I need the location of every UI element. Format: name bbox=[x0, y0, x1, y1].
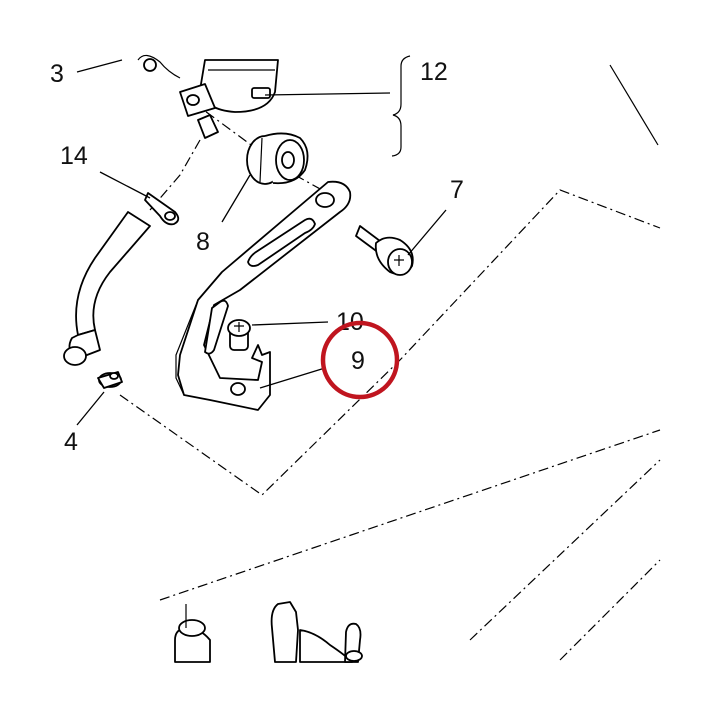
callout-9: 9 bbox=[351, 347, 365, 375]
callout-14: 14 bbox=[60, 142, 88, 170]
hose bbox=[63, 211, 151, 366]
hose-clamp-part-4 bbox=[97, 371, 123, 389]
lower-assembly bbox=[174, 601, 363, 663]
callout-labels: 3 12 14 8 7 10 9 4 bbox=[50, 58, 464, 456]
bracket-part-9 bbox=[175, 180, 352, 411]
group-bracket bbox=[391, 55, 411, 157]
callout-4: 4 bbox=[64, 428, 78, 456]
highlight-circle bbox=[320, 320, 400, 400]
callout-8: 8 bbox=[196, 228, 210, 256]
bolt-part-7 bbox=[355, 225, 414, 276]
callout-3: 3 bbox=[50, 60, 64, 88]
screw-part-10 bbox=[227, 319, 251, 351]
leader-lines bbox=[76, 59, 447, 426]
clip-part-14 bbox=[144, 192, 180, 226]
reservoir-part-12 bbox=[137, 54, 279, 139]
callout-7: 7 bbox=[450, 176, 464, 204]
frame-edge-line bbox=[609, 64, 659, 146]
grommet-part-8 bbox=[246, 132, 309, 185]
callout-12: 12 bbox=[420, 58, 448, 86]
